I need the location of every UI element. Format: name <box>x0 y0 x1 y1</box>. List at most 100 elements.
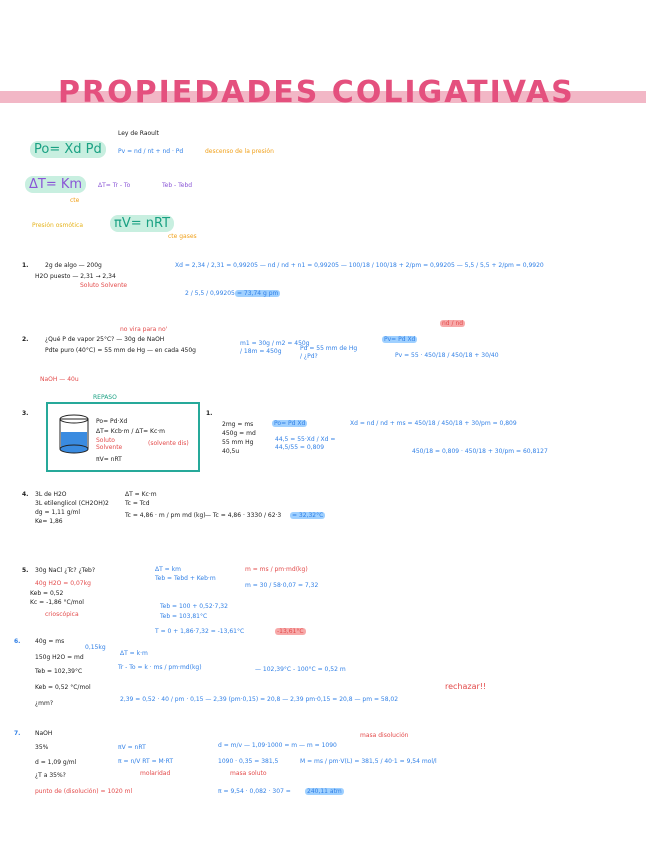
p7-right4-note: masa soluto <box>230 770 267 777</box>
p6-line2: 150g H2O = md <box>35 654 84 661</box>
p4-result: = 32,32°C <box>290 512 326 519</box>
p7-right3-note: masa disolución <box>360 732 409 739</box>
cte-label: cte <box>70 197 80 204</box>
p2-naoh: NaOH — 40u <box>40 376 79 383</box>
p3-given-4: 40,5u <box>222 448 240 455</box>
page-title: PROPIEDADES COLIGATIVAS <box>58 75 575 110</box>
box-note-3: (solvente dis) <box>148 440 189 447</box>
p6-line5: ¿mm? <box>35 700 54 707</box>
box-note-2: Solvente <box>96 444 123 451</box>
p7-number: 7. <box>14 730 21 737</box>
p6-line1b: 0,15kg <box>85 644 106 651</box>
p2-expression: Pv = 55 · 450/18 / 450/18 + 30/40 <box>395 352 499 359</box>
p6-line4: Keb = 0,52 °C/mol <box>35 684 91 691</box>
p4-line2: 3L etilenglicol (CH2OH)2 <box>35 500 109 507</box>
p4-line4: Ke= 1,86 <box>35 518 63 525</box>
p2-formula-top: nd / nd <box>440 320 466 327</box>
osmotic-label: Presión osmótica <box>32 222 84 229</box>
p5-right4: m = 30 / 58·0,07 = 7,32 <box>245 582 319 589</box>
p3-calc: 44,5 = 55·Xd / Xd = 44,5/55 = 0,809 <box>275 436 336 451</box>
p5-line4: Kc = -1,86 °C/mol <box>30 599 84 606</box>
p7-right3: d = m/v — 1,09·1000 = m — m = 1090 <box>218 742 337 749</box>
beaker-icon <box>59 414 89 454</box>
p3-xd: Xd = nd / nd + ms = 450/18 / 450/18 + 30… <box>350 420 517 427</box>
p3-given-1: 2mg = ms <box>222 421 254 428</box>
p3-number: 3. <box>22 410 29 417</box>
p7-right6b: 240,11 atm <box>305 788 344 795</box>
delta-t-formula: ΔT= Km <box>25 176 87 193</box>
p7-right6: π = 9,54 · 0,082 · 307 = <box>218 788 291 795</box>
p2-formula: Pv= Pd Xd <box>382 336 418 343</box>
raoult-label: Ley de Raoult <box>118 130 160 137</box>
p5-right6: Teb = 103,81°C <box>160 613 208 620</box>
osmotic-formula: πV= nRT <box>110 215 175 232</box>
p1-line2-sub: Soluto Solvente <box>80 282 128 289</box>
p4-line1: 3L de H2O <box>35 491 67 498</box>
p1-main-equation: Xd = 2,34 / 2,31 = 0,99205 — nd / nd + n… <box>175 262 544 269</box>
p1-sub-equation: 2 / 5,5 / 0,99205 - 5,5 <box>185 290 251 297</box>
p6-line1: 40g = ms <box>35 638 65 645</box>
p7-right2: π = n/V RT = M·RT <box>118 758 174 765</box>
p7-right1: πV = nRT <box>118 744 146 751</box>
box-line-2: ΔT= Kcb·m / ΔT= Kc·m <box>96 428 166 435</box>
p2-values: m1 = 30g / m2 = 450g / 18m = 450g <box>240 340 310 355</box>
p2-values2: Pd = 55 mm de Hg / ¿Pd? <box>300 345 358 360</box>
p1-number: 1. <box>22 262 29 269</box>
raoult-formula: Po= Xd Pd <box>30 141 106 158</box>
raoult-expanded: Pv = nd / nt + nd · Pd <box>118 148 184 155</box>
p3-sub-number: 1. <box>206 410 213 417</box>
p5-line5: crioscópica <box>45 611 79 618</box>
p1-result: = 73,74 g pm <box>235 290 281 297</box>
p6-number: 6. <box>14 638 21 645</box>
p3-given-2: 450g = md <box>222 430 256 437</box>
p7-line3: d = 1,09 g/ml <box>35 759 77 766</box>
p5-line3: Keb = 0,52 <box>30 590 64 597</box>
p5-right7: T = 0 + 1,86·7,32 = -13,61°C <box>155 628 245 635</box>
p6-line3: Teb = 102,39°C <box>35 668 83 675</box>
p3-given-3: 55 mm Hg <box>222 439 254 446</box>
p6-right3: — 102,39°C - 100°C = 0,52 m <box>255 666 346 673</box>
p7-line4: ¿T a 35%? <box>35 772 66 779</box>
p4-right4: — Tc = 4,86 · 3330 / 62·3 <box>205 512 282 519</box>
repaso-label: REPASO <box>93 394 117 401</box>
box-line-1: Po= Pd·Xd <box>96 418 128 425</box>
box-line-5: πV= nRT <box>96 456 122 463</box>
box-note-1: Soluto <box>96 437 115 444</box>
p3-formula: Po= Pd Xd <box>272 420 308 427</box>
p7-line2: 35% <box>35 744 49 751</box>
p2-number: 2. <box>22 336 29 343</box>
repaso-box: REPASO Po= Pd·Xd ΔT= Kcb·m / ΔT= Kc·m So… <box>46 394 200 472</box>
p4-right3: Tc = 4,86 · m / pm md (kg) <box>125 512 206 519</box>
p7-line1: NaOH <box>35 730 53 737</box>
p7-right2-note: molaridad <box>140 770 171 777</box>
p5-right1: ΔT = km <box>155 566 181 573</box>
p2-note: no vira para no' <box>120 326 168 333</box>
p6-note: rechazar!! <box>445 682 487 691</box>
p5-right3: m = ms / pm·md(kg) <box>245 566 308 573</box>
raoult-note: descenso de la presión <box>205 148 274 155</box>
delta-t-rest: ΔT= Tr - To <box>98 182 131 189</box>
p4-number: 4. <box>22 491 29 498</box>
p5-line1: 30g NaCl ¿Tc? ¿Teb? <box>35 567 96 574</box>
p7-right4: 1090 · 0,35 = 381,5 <box>218 758 279 765</box>
p6-right2: Tr - To = k · ms / pm·md(kg) <box>118 664 202 671</box>
p5-number: 5. <box>22 567 29 574</box>
p6-right4: 2,39 = 0,52 · 40 / pm · 0,15 — 2,39 (pm·… <box>120 696 399 703</box>
p7-line5: punto de (disolución) = 1020 ml <box>35 788 133 795</box>
p1-line1: 2g de algo — 200g <box>45 262 102 269</box>
p7-right5: M = ms / pm·V(L) = 381,5 / 40·1 = 9,54 m… <box>300 758 437 765</box>
p5-right2: Teb = Tebd + Keb·m <box>155 575 216 582</box>
p5-line2-full: 40g H2O = 0,07kg <box>35 580 91 588</box>
p6-right1: ΔT = k·m <box>120 650 148 657</box>
p4-line3: dg = 1,11 g/ml <box>35 509 81 516</box>
p1-line2: H2O puesto — 2,31 → 2,34 <box>35 273 116 280</box>
p5-right5: Teb = 100 + 0,52·7,32 <box>160 603 228 610</box>
p4-right1: ΔT = Kc·m <box>125 491 157 498</box>
p3-result: 450/18 = 0,809 · 450/18 + 30/pm = 60,812… <box>412 448 548 455</box>
p2-line2: Pdte puro (40°C) = 55 mm de Hg — en cada… <box>45 347 196 354</box>
p2-line1: ¿Qué P de vapor 25°C? — 30g de NaOH <box>45 336 165 343</box>
cte-gases: cte gases <box>168 233 197 240</box>
p4-right2: Tc = Tcd <box>125 500 150 507</box>
p5-right7b: -13,61°C <box>275 628 306 635</box>
delta-t-tail: Teb - Tebd <box>162 182 193 189</box>
